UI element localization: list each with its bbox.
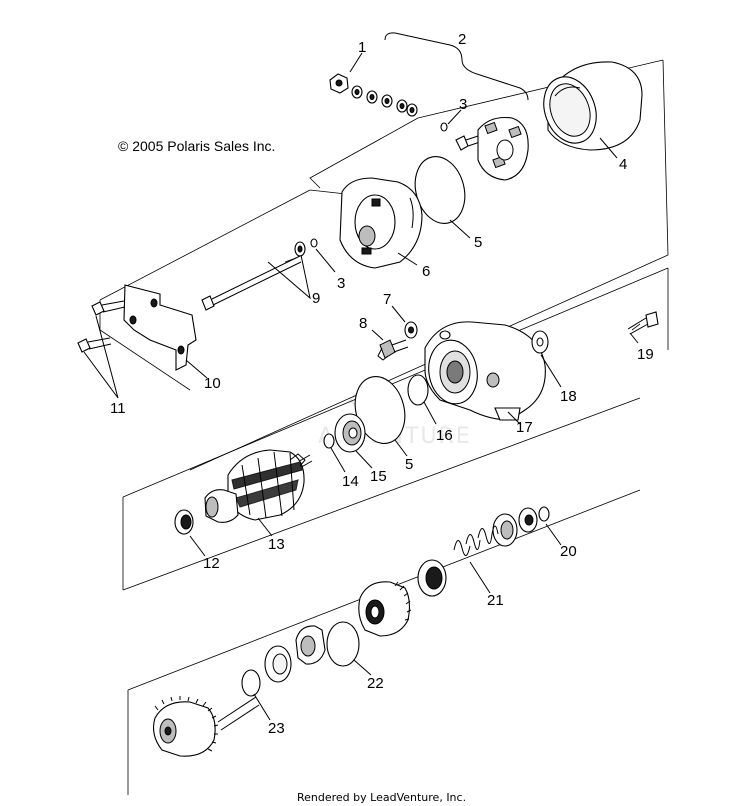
leader-7 bbox=[391, 305, 406, 323]
leader-23 bbox=[253, 693, 271, 721]
callout-12: 12 bbox=[203, 555, 220, 572]
callout-8: 8 bbox=[359, 315, 367, 332]
leader-5a bbox=[449, 219, 471, 239]
leader-11 bbox=[83, 315, 119, 399]
callout-16: 16 bbox=[436, 427, 453, 444]
callout-1: 1 bbox=[358, 39, 366, 56]
leader-8 bbox=[371, 329, 384, 341]
callout-6: 6 bbox=[422, 263, 430, 280]
rendered-by-footer: Rendered by LeadVenture, Inc. bbox=[297, 791, 466, 804]
part-20-rings[interactable] bbox=[518, 506, 550, 533]
callout-21: 21 bbox=[487, 592, 504, 609]
part-7-washer[interactable] bbox=[404, 321, 418, 339]
callout-3-upper: 3 bbox=[459, 96, 467, 113]
brush-holder-plate[interactable] bbox=[477, 116, 529, 181]
callout-20: 20 bbox=[560, 543, 577, 560]
part-11-bracket-bolt-lower[interactable] bbox=[77, 337, 112, 353]
callout-19: 19 bbox=[637, 346, 654, 363]
leader-16 bbox=[423, 401, 437, 425]
part-1-nut[interactable] bbox=[329, 73, 349, 94]
leader-4 bbox=[599, 137, 618, 159]
callout-23: 23 bbox=[268, 720, 285, 737]
leader-22 bbox=[353, 659, 372, 676]
leader-14 bbox=[330, 447, 346, 473]
callout-15: 15 bbox=[370, 468, 387, 485]
callout-17: 17 bbox=[516, 419, 533, 436]
part-4-yoke-housing[interactable] bbox=[535, 61, 643, 151]
callout-2: 2 bbox=[458, 31, 466, 48]
part-3-o-ring-lower[interactable] bbox=[310, 238, 318, 248]
leader-21 bbox=[469, 561, 491, 594]
callout-14: 14 bbox=[342, 473, 359, 490]
part-10-mounting-bracket[interactable] bbox=[123, 284, 197, 371]
section-outline-middle bbox=[122, 267, 669, 590]
callout-5-upper: 5 bbox=[474, 234, 482, 251]
leader-1 bbox=[349, 52, 363, 73]
part-6-end-cover[interactable] bbox=[339, 177, 423, 269]
pinion-gear-shaft[interactable] bbox=[153, 696, 260, 757]
callout-3-lower: 3 bbox=[337, 275, 345, 292]
leader-15 bbox=[355, 450, 373, 469]
overrunning-clutch[interactable] bbox=[358, 581, 412, 637]
callout-22: 22 bbox=[367, 675, 384, 692]
part-11-bracket-bolt-upper[interactable] bbox=[91, 300, 126, 316]
part-14-ring[interactable] bbox=[323, 433, 335, 449]
part-9-through-bolt[interactable] bbox=[201, 241, 306, 311]
leader-18 bbox=[540, 354, 562, 388]
part-15-bearing[interactable] bbox=[334, 413, 366, 453]
part-23-ring[interactable] bbox=[241, 669, 261, 697]
callout-bracket-2 bbox=[384, 32, 529, 101]
leader-13 bbox=[257, 517, 273, 537]
part-22-retainer-ring[interactable] bbox=[326, 621, 360, 667]
callout-11: 11 bbox=[110, 400, 126, 417]
part-13-armature[interactable] bbox=[204, 449, 313, 523]
part-17-front-housing[interactable] bbox=[424, 321, 546, 421]
part-12-bearing[interactable] bbox=[174, 509, 194, 535]
part-2-washer-set[interactable] bbox=[351, 85, 418, 117]
copyright-text: © 2005 Polaris Sales Inc. bbox=[118, 138, 275, 154]
callout-9: 9 bbox=[312, 290, 320, 307]
leader-5b bbox=[394, 439, 408, 457]
leader-3b bbox=[315, 248, 336, 273]
leader-12 bbox=[189, 535, 206, 557]
part-21-spring-assembly[interactable] bbox=[417, 513, 518, 597]
leader-9 bbox=[267, 254, 311, 300]
callout-5-lower: 5 bbox=[405, 456, 413, 473]
callout-4: 4 bbox=[619, 156, 627, 173]
leader-10 bbox=[185, 359, 208, 379]
clutch-plate-assembly[interactable] bbox=[264, 625, 326, 683]
leader-3a bbox=[447, 109, 462, 125]
leader-19 bbox=[629, 332, 639, 344]
callout-10: 10 bbox=[204, 375, 221, 392]
leader-6 bbox=[397, 252, 418, 266]
part-18-washer[interactable] bbox=[531, 330, 549, 354]
part-8-stud-bolt[interactable] bbox=[377, 339, 409, 361]
callout-18: 18 bbox=[560, 388, 577, 405]
part-19-bolt[interactable] bbox=[627, 311, 659, 335]
leader-17 bbox=[507, 411, 521, 425]
leader-20 bbox=[545, 523, 562, 546]
callout-7: 7 bbox=[383, 291, 391, 308]
part-16-o-ring[interactable] bbox=[407, 374, 429, 406]
callout-13: 13 bbox=[268, 536, 285, 553]
part-3-o-ring-upper[interactable] bbox=[440, 122, 448, 132]
